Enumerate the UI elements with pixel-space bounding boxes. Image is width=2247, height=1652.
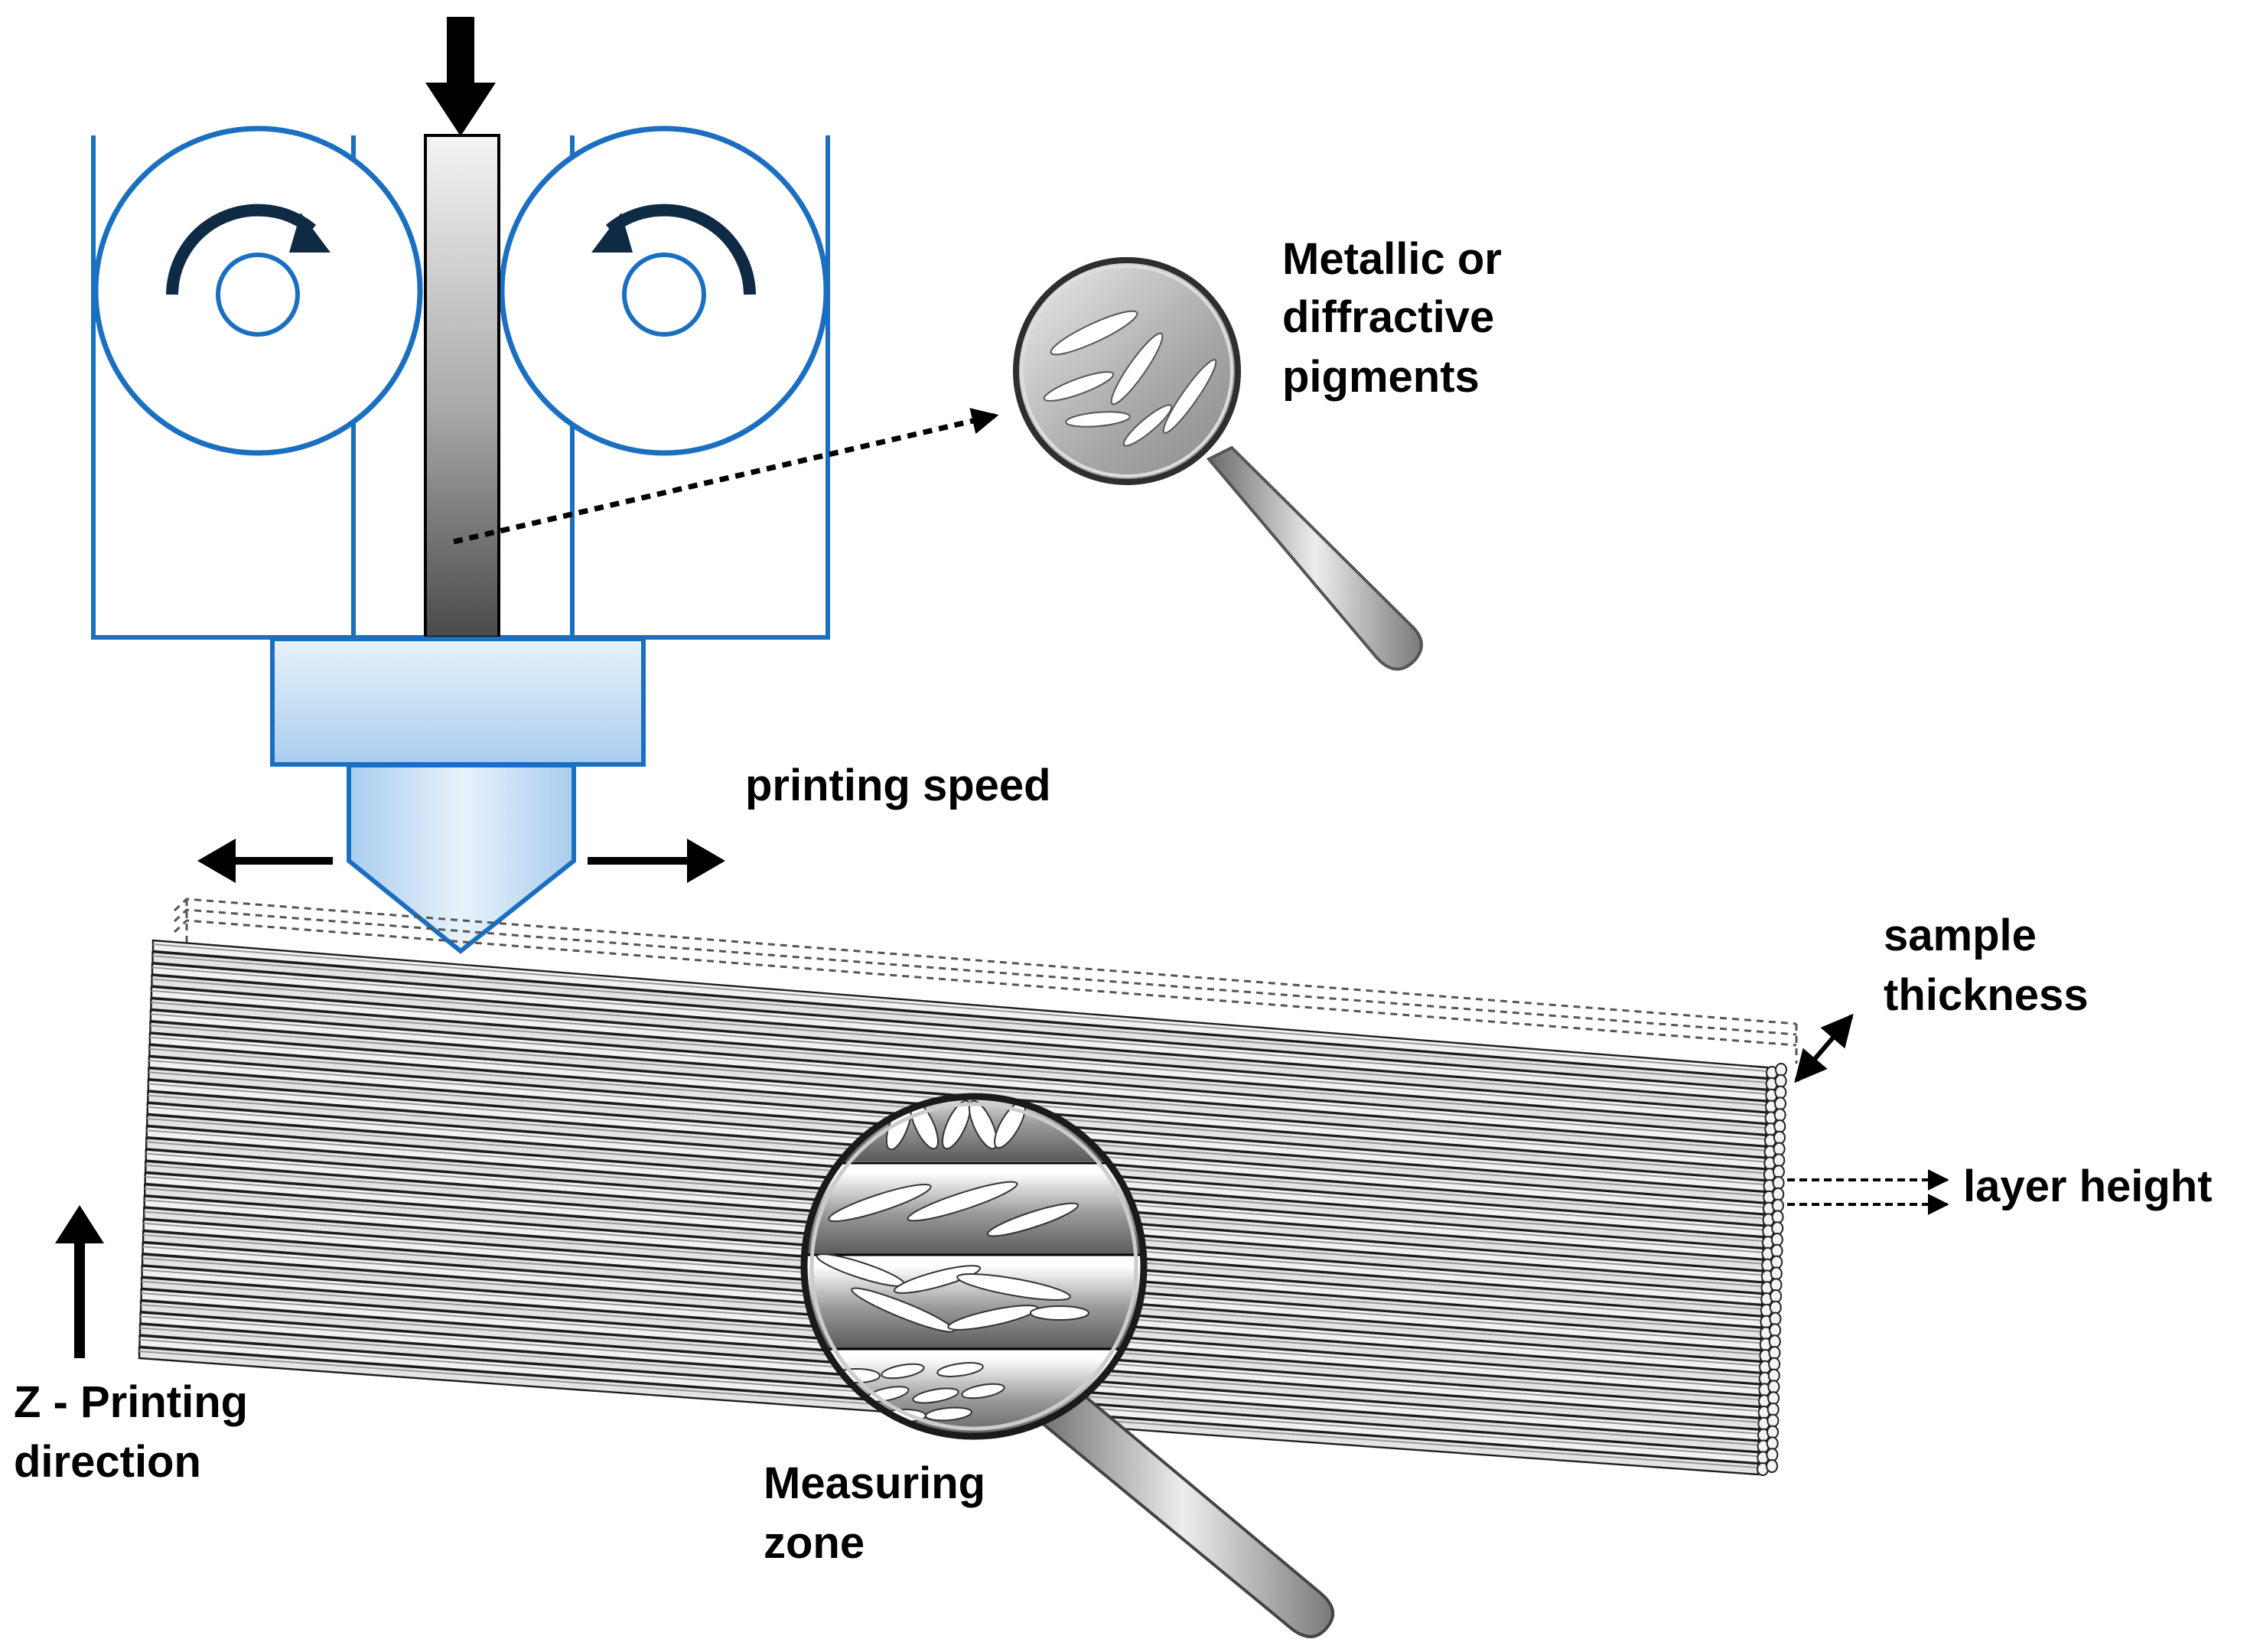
layer-end-circle (1770, 1278, 1783, 1292)
layer-end-circle (1768, 1334, 1781, 1349)
layer-end-circle (1770, 1289, 1783, 1303)
measuring-zone-label: Measuring zone (764, 1458, 998, 1568)
layer-end-profiles (1757, 1063, 1787, 1476)
layer-end-circle (1767, 1380, 1780, 1394)
layer-end-circle (1767, 1403, 1780, 1416)
layer-end-circle (1769, 1300, 1782, 1315)
layer-end-circle (1767, 1368, 1780, 1383)
down-arrow-icon (425, 17, 496, 136)
layer-end-circle (1769, 1311, 1782, 1326)
layer-height-arrows (1787, 1169, 1949, 1215)
layer-end-circle (1771, 1221, 1784, 1236)
layer-end-circle (1775, 1063, 1787, 1077)
layer-end-circle (1771, 1210, 1784, 1224)
sample-thickness-label: sample thickness (1884, 911, 2089, 1020)
layer-end-circle (1773, 1096, 1786, 1111)
layer-end-circle (1766, 1448, 1779, 1462)
layer-height-label: layer height (1963, 1162, 2213, 1211)
drive-wheel-right (499, 125, 829, 456)
z-direction-label: Z - Printing direction (14, 1377, 260, 1487)
layer-end-circle (1767, 1425, 1780, 1439)
layer-end-circle (1770, 1255, 1783, 1269)
upcoming-layers (173, 898, 1798, 1064)
layer-end-circle (1770, 1243, 1783, 1258)
rotate-clockwise-icon (166, 204, 331, 295)
filament (424, 134, 500, 639)
nozzle-tip (347, 763, 576, 954)
filament-layer-shade (151, 966, 1767, 1095)
pigments-label: Metallic or diffractive pigments (1282, 234, 1514, 402)
layer-end-circle (1767, 1391, 1780, 1406)
layer-end-circle (1767, 1413, 1780, 1428)
layer-end-circle (1766, 1459, 1778, 1473)
pigment-pointer (453, 408, 999, 545)
layer-end-circle (1772, 1187, 1785, 1201)
layer-end-circle (1772, 1176, 1785, 1190)
filament-layer-shade (150, 1013, 1767, 1140)
filament-layer-shade (152, 955, 1767, 1083)
layer-end-circle (1774, 1085, 1787, 1100)
printing-speed-label: printing speed (745, 761, 1051, 810)
layer-end-circle (1773, 1108, 1786, 1123)
filament-layer-shade (152, 943, 1768, 1072)
drive-wheel-left (93, 125, 423, 456)
filament-layer-shade (151, 1002, 1767, 1129)
layer-end-circle (1768, 1357, 1781, 1371)
filament-layer-shade (151, 989, 1767, 1118)
layer-end-circle (1772, 1165, 1785, 1179)
heater-block (270, 637, 646, 767)
magnifier-icon (1013, 257, 1423, 671)
layer-end-circle (1768, 1346, 1781, 1360)
z-direction-arrow (55, 1205, 104, 1358)
rotate-counterclockwise-icon (591, 204, 756, 295)
layer-end-circle (1770, 1266, 1783, 1281)
filament-layer-shade (150, 1025, 1766, 1152)
layer-end-circle (1769, 1323, 1782, 1338)
printing-speed-arrows (197, 839, 725, 883)
layer-end-circle (1773, 1130, 1786, 1145)
extruder (91, 17, 830, 954)
layer-end-circle (1774, 1074, 1787, 1088)
layer-end-circle (1773, 1153, 1786, 1168)
layer-end-circle (1766, 1436, 1779, 1451)
sample-thickness-arrow (1794, 1013, 1854, 1083)
layer-end-circle (1770, 1233, 1783, 1246)
filament-layer-shade (151, 978, 1767, 1106)
layer-end-circle (1773, 1142, 1786, 1156)
layer-end-circle (1773, 1119, 1786, 1133)
magnifier-icon (800, 1093, 1335, 1638)
layer-end-circle (1771, 1198, 1784, 1213)
